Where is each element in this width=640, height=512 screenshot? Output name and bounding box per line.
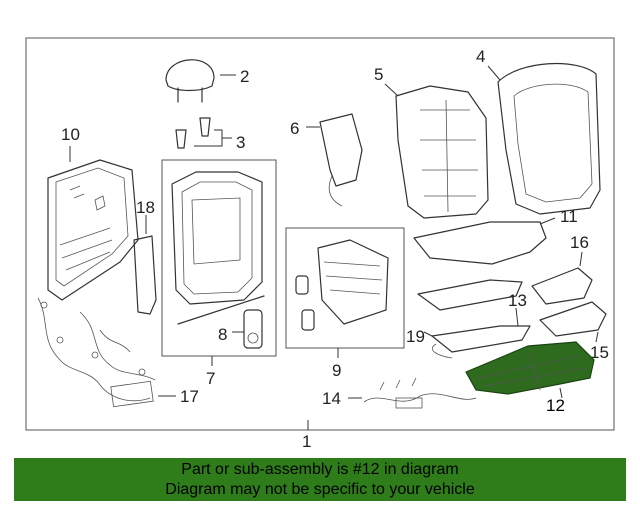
part-info-banner: Part or sub-assembly is #12 in diagram D… xyxy=(14,458,626,501)
part-10-back-panel xyxy=(47,159,139,301)
callout-9: 9 xyxy=(332,361,341,380)
callout-3: 3 xyxy=(236,133,245,152)
part-6-lumbar-pad xyxy=(319,113,363,207)
part-11-seat-cushion xyxy=(413,221,547,265)
part-12-seat-cushion-highlighted xyxy=(465,341,595,395)
callout-7: 7 xyxy=(206,369,215,388)
callout-4: 4 xyxy=(476,47,485,66)
banner-line-2: Diagram may not be specific to your vehi… xyxy=(165,480,475,498)
part-16-side-pad xyxy=(531,267,593,305)
callout-6: 6 xyxy=(290,119,299,138)
parts-diagram: 10 18 17 7 8 2 3 xyxy=(25,37,615,451)
callout-19: 19 xyxy=(406,327,425,346)
part-9-lumbar-assembly xyxy=(295,239,389,331)
part-5-back-cushion xyxy=(395,85,489,219)
part-17-wiring-harness xyxy=(37,297,156,408)
part-14-lower-harness xyxy=(363,377,477,409)
callout-17: 17 xyxy=(180,387,199,406)
part-4-back-cover xyxy=(497,62,601,215)
part-2-headrest xyxy=(165,59,215,103)
callout-11: 11 xyxy=(560,207,578,226)
callout-5: 5 xyxy=(374,65,383,84)
callout-8: 8 xyxy=(218,325,227,344)
box-9 xyxy=(285,227,405,349)
part-19-cushion-frame xyxy=(417,279,531,359)
callout-18: 18 xyxy=(136,198,155,217)
callout-12: 12 xyxy=(546,396,565,415)
callout-13: 13 xyxy=(508,291,527,310)
part-15-side-pad-lower xyxy=(539,301,607,337)
diagram-frame xyxy=(25,37,615,431)
part-8-recliner-motor xyxy=(243,309,263,349)
callout-16: 16 xyxy=(570,233,589,252)
part-7-seat-frame xyxy=(171,171,265,325)
callout-14: 14 xyxy=(322,389,341,408)
callout-1: 1 xyxy=(302,432,311,451)
box-7 xyxy=(161,159,277,357)
banner-line-1: Part or sub-assembly is #12 in diagram xyxy=(181,460,459,478)
callout-10: 10 xyxy=(61,125,80,144)
callout-2: 2 xyxy=(240,67,249,86)
part-18-side-trim xyxy=(133,235,157,315)
callout-15: 15 xyxy=(590,343,609,362)
part-3-headrest-guides xyxy=(175,117,211,149)
